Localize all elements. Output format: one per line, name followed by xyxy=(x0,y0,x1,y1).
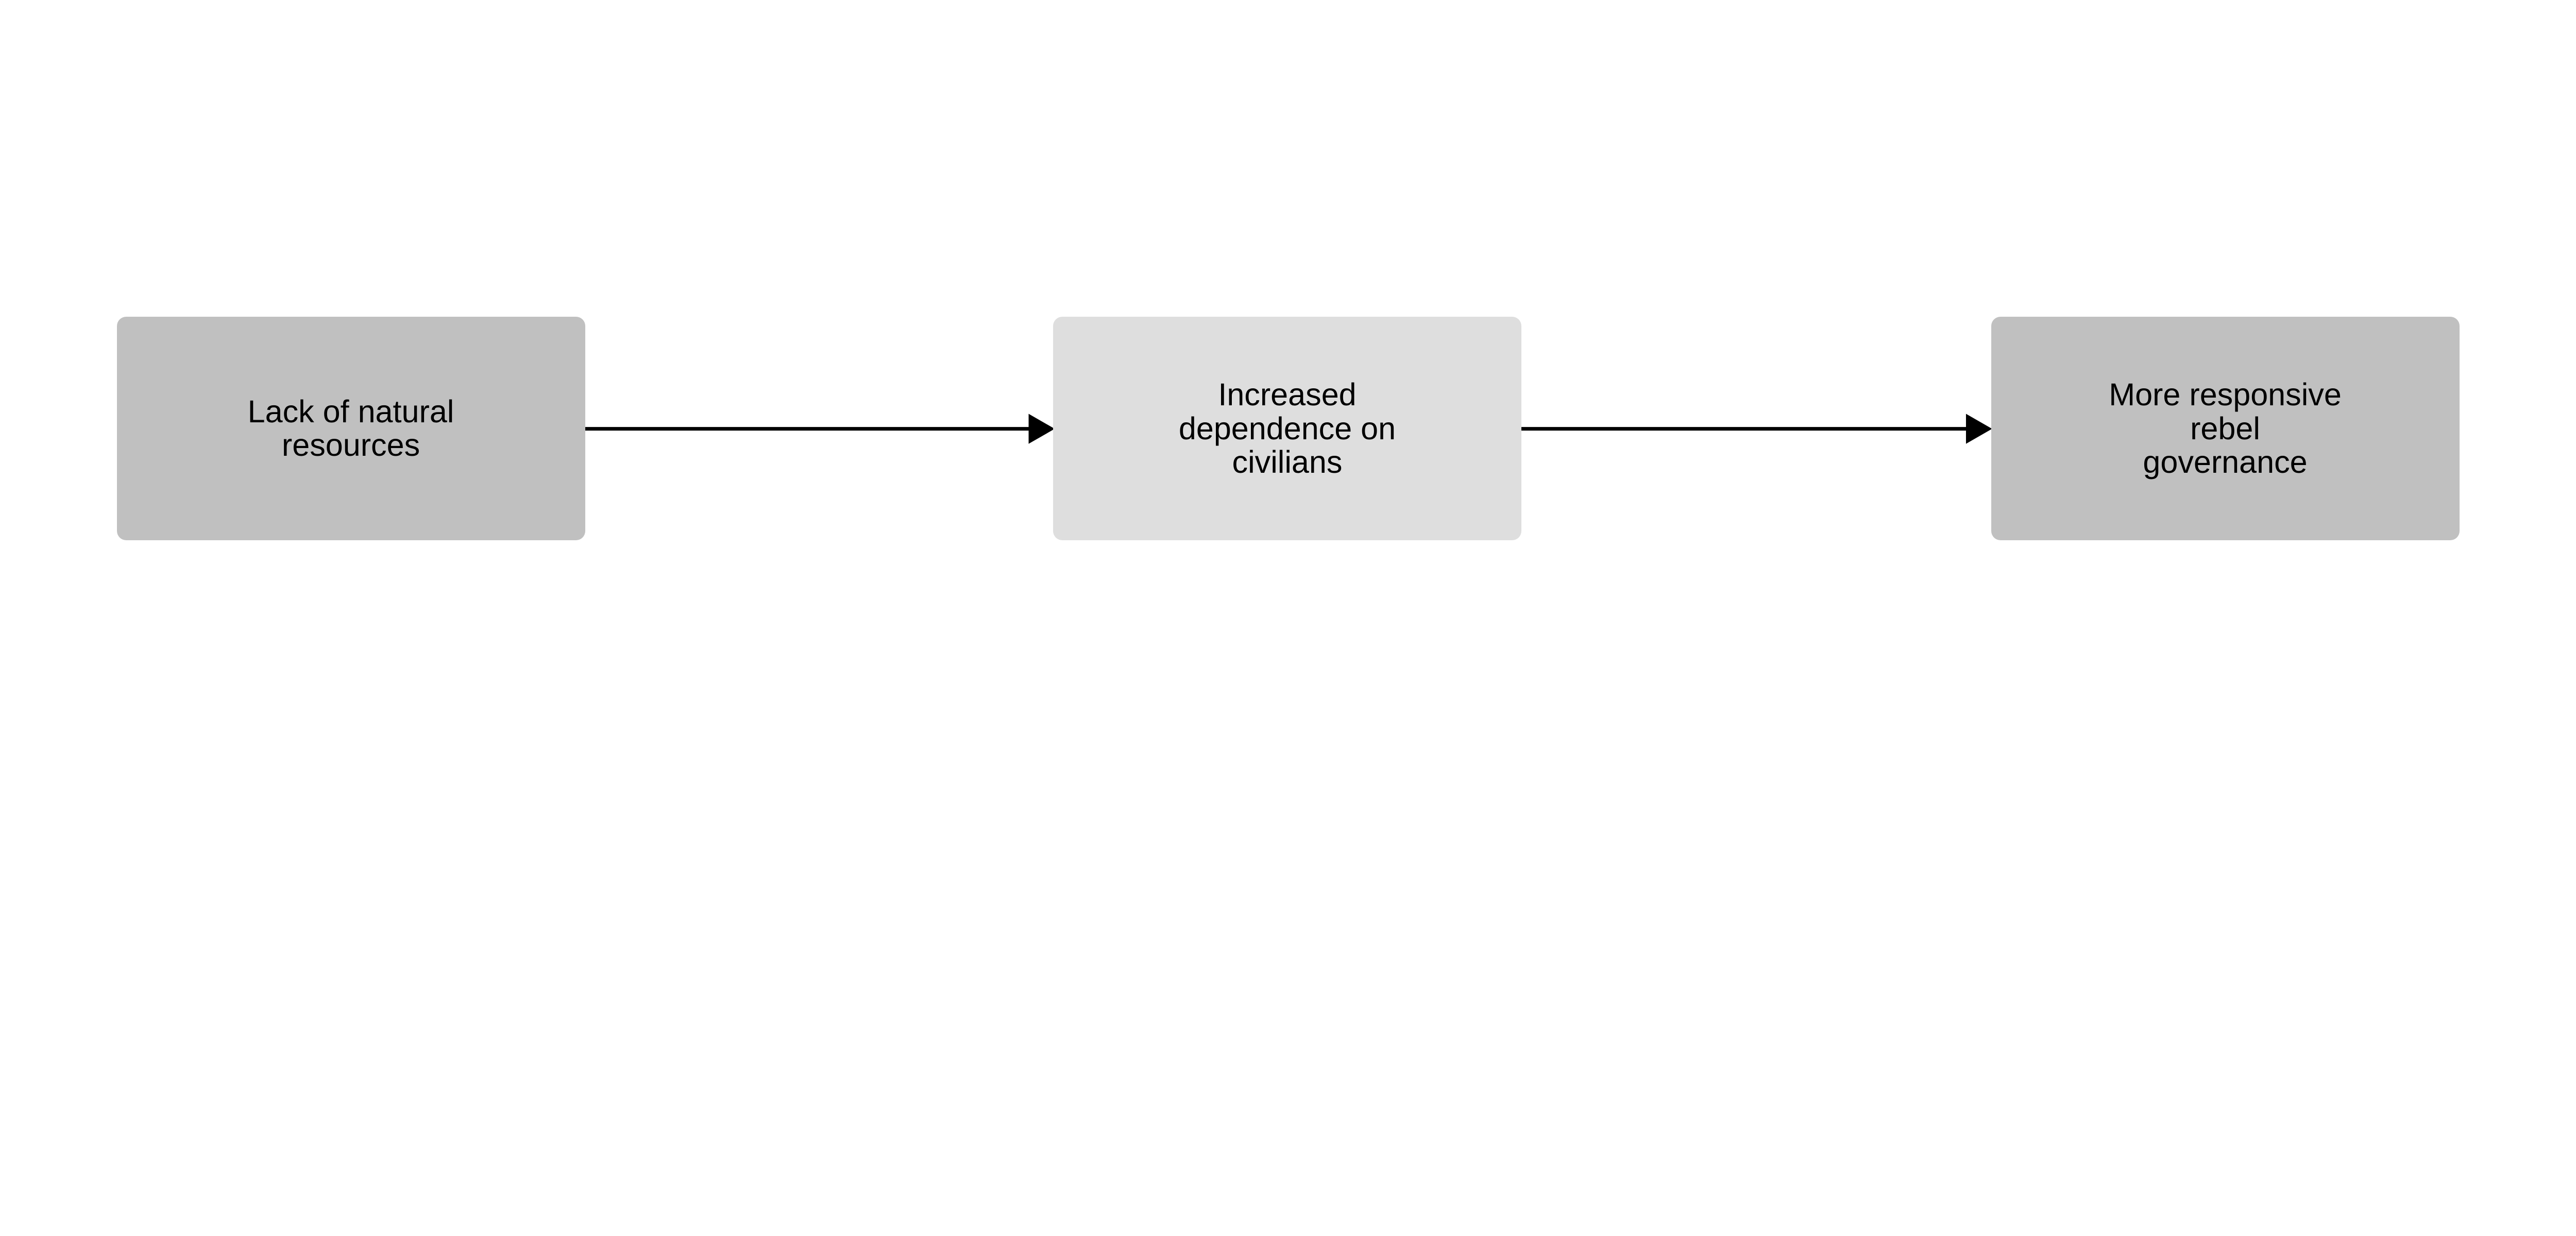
node-label: Lack of natural resources xyxy=(247,393,454,463)
node-label: More responsive rebel governance xyxy=(2109,377,2342,479)
node-lack-of-natural-resources: Lack of natural resources xyxy=(116,317,585,541)
node-increased-dependence-on-civilians: Increased dependence on civilians xyxy=(1053,317,1521,541)
edges-layer xyxy=(583,414,1992,444)
edge-n1-n2 xyxy=(583,414,1055,444)
node-label: Increased dependence on civilians xyxy=(1178,377,1396,479)
diagram-canvas: Lack of natural resources Increased depe… xyxy=(116,317,2460,541)
edge-n2-n3 xyxy=(1519,414,1992,444)
node-more-responsive-rebel-governance: More responsive rebel governance xyxy=(1991,317,2460,541)
